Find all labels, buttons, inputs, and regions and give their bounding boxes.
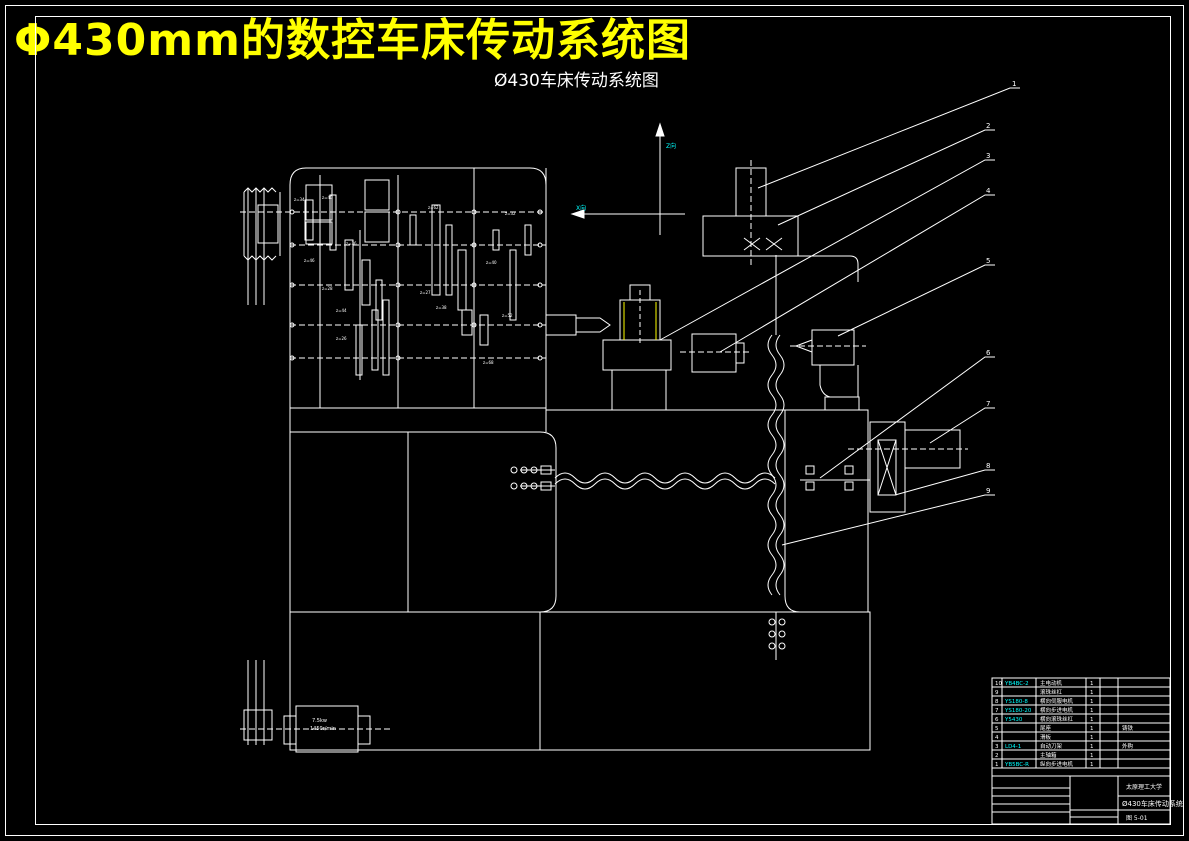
drawing-number: 图 5-01 bbox=[1126, 815, 1148, 822]
svg-text:z=68: z=68 bbox=[483, 360, 494, 365]
parts-cell-no: 10 bbox=[995, 681, 1002, 687]
svg-text:z=38: z=38 bbox=[436, 305, 447, 310]
parts-cell-qty: 1 bbox=[1090, 744, 1094, 750]
parts-cell-no: 4 bbox=[995, 735, 999, 741]
parts-cell-code: YS180-8 bbox=[1004, 699, 1028, 705]
parts-cell-code: LD4-1 bbox=[1005, 744, 1021, 750]
parts-cell-code: Y5430 bbox=[1004, 717, 1023, 723]
parts-cell-qty: 1 bbox=[1090, 690, 1094, 696]
parts-cell-qty: 1 bbox=[1090, 708, 1094, 714]
bed-upper bbox=[289, 431, 557, 613]
tailstock bbox=[790, 329, 866, 411]
longitudinal-leadscrew bbox=[554, 472, 776, 484]
parts-cell-name: 尾座 bbox=[1040, 724, 1052, 732]
svg-text:7.5kw: 7.5kw bbox=[312, 718, 327, 724]
cross-screw-bearings bbox=[768, 618, 786, 650]
gear-annotations: z=34 z=40 z=46 z=36 z=28 z=62 z=32 z=40 z=27… bbox=[294, 195, 516, 365]
drawing-name: Ø430车床传动系统 bbox=[1122, 799, 1183, 808]
parts-cell-name: 自动刀架 bbox=[1040, 742, 1063, 750]
parts-cell-no: 6 bbox=[995, 717, 999, 723]
parts-cell-name: 横向步进电机 bbox=[1040, 706, 1074, 714]
longitudinal-motor bbox=[702, 160, 859, 282]
leader-2: 2 bbox=[986, 122, 990, 130]
leader-4: 4 bbox=[986, 187, 991, 195]
parts-cell-no: 1 bbox=[995, 762, 999, 768]
leader-5: 5 bbox=[986, 257, 990, 265]
svg-text:z=26: z=26 bbox=[336, 336, 347, 341]
leader-9: 9 bbox=[986, 487, 990, 495]
parts-cell-no: 8 bbox=[995, 699, 999, 705]
feed-motor bbox=[800, 421, 968, 513]
headstock-bearings bbox=[289, 209, 543, 361]
axis-arrows: Z向 X向 bbox=[570, 122, 685, 235]
parts-cell-name: 横向滚珠丝杠 bbox=[1040, 715, 1074, 723]
main-title: Φ430mm的数控车床传动系统图 bbox=[14, 15, 691, 66]
svg-text:z=32: z=32 bbox=[505, 211, 516, 216]
parts-cell-no: 3 bbox=[995, 744, 999, 750]
z-axis-label: Z向 bbox=[666, 142, 676, 150]
main-motor: 7.5kw 1450r/min bbox=[240, 660, 392, 753]
parts-cell-no: 5 bbox=[995, 726, 999, 732]
parts-cell-code: YB5BC-R bbox=[1004, 762, 1029, 768]
parts-cell-qty: 1 bbox=[1090, 762, 1094, 768]
leadscrew-bearings bbox=[510, 465, 552, 491]
cross-motor bbox=[680, 333, 750, 373]
svg-text:z=52: z=52 bbox=[502, 313, 513, 318]
svg-text:z=27: z=27 bbox=[420, 290, 431, 295]
parts-cell-name: 横向伺服电机 bbox=[1040, 697, 1074, 705]
parts-cell-qty: 1 bbox=[1090, 726, 1094, 732]
leader-1: 1 bbox=[1012, 80, 1016, 88]
parts-cell-qty: 1 bbox=[1090, 699, 1094, 705]
x-axis-label: X向 bbox=[576, 204, 586, 212]
parts-cell-note: 外购 bbox=[1122, 742, 1134, 750]
parts-cell-name: 滑板 bbox=[1040, 733, 1052, 741]
parts-cell-name: 纵向步进电机 bbox=[1040, 760, 1074, 768]
leader-7: 7 bbox=[986, 400, 990, 408]
parts-cell-no: 2 bbox=[995, 753, 999, 759]
parts-cell-qty: 1 bbox=[1090, 681, 1094, 687]
svg-text:z=40: z=40 bbox=[486, 260, 497, 265]
headstock-shafts bbox=[319, 168, 475, 408]
cross-leadscrew bbox=[767, 334, 777, 596]
parts-cell-name: 滚珠丝杠 bbox=[1040, 688, 1063, 696]
headstock-gears bbox=[304, 194, 532, 376]
leader-8: 8 bbox=[986, 462, 990, 470]
parts-cell-no: 7 bbox=[995, 708, 999, 714]
parts-cell-name: 主电动机 bbox=[1040, 679, 1063, 687]
leader-6: 6 bbox=[986, 349, 991, 357]
drawing-subtitle: Ø430车床传动系统图 bbox=[494, 71, 659, 91]
clutch-boxes bbox=[257, 179, 390, 245]
school-name: 太原理工大学 bbox=[1126, 783, 1162, 791]
parts-cell-code: YB4BC-2 bbox=[1004, 681, 1029, 687]
bed-right bbox=[546, 409, 869, 613]
parts-cell-qty: 1 bbox=[1090, 753, 1094, 759]
parts-cell-note: 铸铁 bbox=[1122, 724, 1134, 732]
headstock-horizontal-shafts bbox=[240, 211, 546, 359]
spindle-chuck bbox=[545, 314, 611, 336]
svg-text:z=28: z=28 bbox=[322, 286, 333, 291]
svg-text:z=62: z=62 bbox=[428, 205, 439, 210]
leader-numbers: 1 2 3 4 5 6 7 8 9 bbox=[986, 80, 1016, 495]
tool-turret bbox=[602, 284, 672, 411]
inner-frame bbox=[35, 16, 1171, 825]
svg-text:z=36: z=36 bbox=[346, 241, 357, 246]
svg-text:z=44: z=44 bbox=[336, 308, 347, 313]
svg-text:z=46: z=46 bbox=[304, 258, 315, 263]
svg-text:z=40: z=40 bbox=[322, 195, 333, 200]
belt-pulley bbox=[243, 187, 281, 305]
parts-cell-qty: 1 bbox=[1090, 717, 1094, 723]
bed-base-right bbox=[539, 611, 871, 751]
parts-cell-qty: 1 bbox=[1090, 735, 1094, 741]
parts-cell-code: YS180-20 bbox=[1004, 708, 1032, 714]
parts-cell-name: 主轴箱 bbox=[1040, 751, 1057, 759]
leader-lines bbox=[659, 87, 1020, 546]
svg-text:1450r/min: 1450r/min bbox=[310, 726, 336, 732]
leader-3: 3 bbox=[986, 152, 990, 160]
svg-text:z=34: z=34 bbox=[294, 197, 305, 202]
parts-cell-no: 9 bbox=[995, 690, 999, 696]
outer-frame bbox=[5, 5, 1184, 836]
